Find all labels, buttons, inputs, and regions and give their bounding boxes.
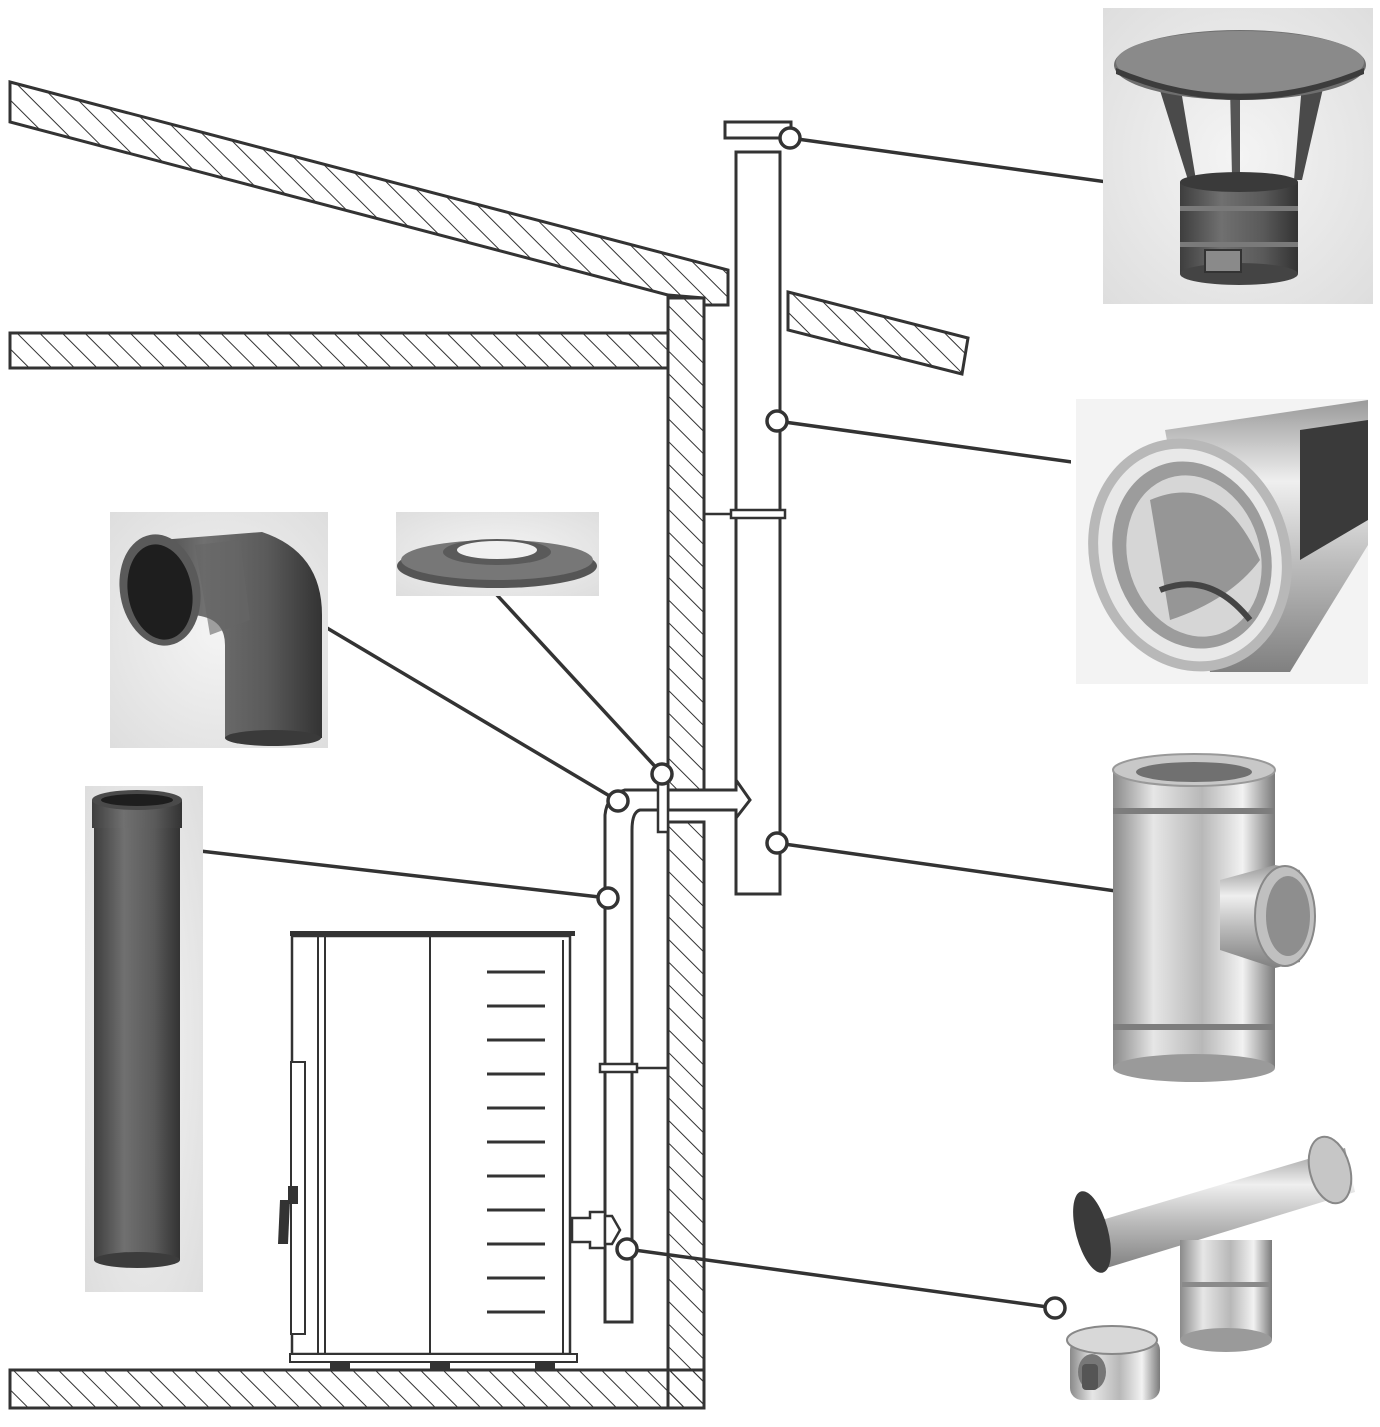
callout-line-rosette [494,592,664,776]
callout-marker [778,126,802,150]
rain-cap-icon [1103,8,1373,304]
boiler-handle [288,1186,298,1204]
callout-marker [765,831,789,855]
roof-slab-left [8,80,730,307]
roof-slab-right [786,290,970,376]
boiler-handle-lever [278,1200,290,1244]
flue-tee-outlet [570,1210,607,1250]
exterior-wall-upper [666,293,706,792]
callout-line-single-wall-pipe [199,849,609,900]
chimney-bracket-band [729,508,787,520]
boiler-foot [430,1362,450,1369]
boiler-top [290,931,575,936]
internal-flue [570,770,670,1324]
exterior-wall-lower [666,820,706,1410]
callout-marker [596,886,620,910]
callout-line-double-wall-pipe [776,419,1109,469]
callout-line-elbow [326,626,619,803]
boiler-foot [535,1362,555,1369]
wall-connector [666,775,752,823]
flue-bracket-band [598,1062,639,1074]
callout-line-single-wall-tee [626,1247,1056,1310]
callout-marker [606,789,630,813]
double-wall-pipe-icon [1071,394,1373,689]
callout-line-double-wall-tee [776,841,1138,896]
external-chimney [666,120,793,896]
callout-marker [650,762,674,786]
boiler-louvres [487,970,545,1314]
single-wall-pipe-icon [85,786,203,1292]
callout-line-rain-cap [789,136,1151,190]
callout-marker [765,409,789,433]
double-wall-tee-icon [1112,753,1316,1082]
callout-marker [615,1237,639,1261]
chimney-stack [734,150,782,896]
rosette-icon [396,512,599,596]
boiler-base [289,1353,578,1363]
boiler [278,931,578,1369]
flue-tee-cap [603,1214,622,1246]
building [8,80,970,1410]
boiler-foot [330,1362,350,1369]
floor-slab [8,1368,706,1410]
single-wall-tee-icon [1066,1135,1355,1400]
callout-marker [1043,1296,1067,1320]
elbow-icon [110,512,328,748]
ceiling-slab [8,331,670,370]
